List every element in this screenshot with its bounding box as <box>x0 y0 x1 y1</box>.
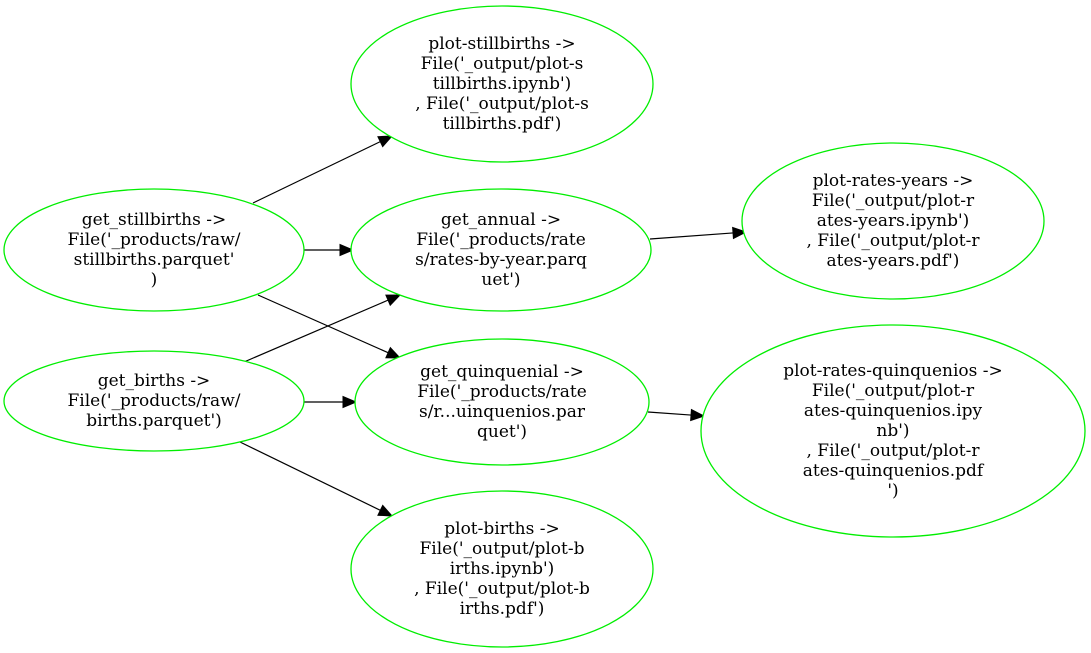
node-label-line: File('_products/raw/ <box>68 230 241 250</box>
node-label-line: File('_output/plot-r <box>812 381 975 401</box>
node-label-line: quet') <box>477 422 527 442</box>
arrow-head-icon <box>385 294 402 307</box>
node-label-line: ) <box>151 270 158 290</box>
node-plot-stillbirths: plot-stillbirths ->File('_output/plot-st… <box>350 5 654 163</box>
node-label-line: births.parquet') <box>86 411 222 431</box>
node-label-line: s/rates-by-year.parq <box>415 250 587 270</box>
node-label-line: tillbirths.pdf') <box>443 114 562 134</box>
node-ellipse <box>350 490 654 648</box>
edge-line <box>243 299 389 363</box>
node-ellipse <box>350 188 652 312</box>
node-label-line: ') <box>887 481 898 501</box>
node-label-line: irths.ipynb') <box>450 559 555 579</box>
arrow-head-icon <box>385 346 402 359</box>
edge-get-stillbirths-to-get-quinquenial <box>257 294 402 359</box>
node-label-line: plot-births -> <box>444 519 559 539</box>
node-ellipse <box>3 350 305 452</box>
node-ellipse <box>700 324 1086 538</box>
node-label-line: File('_output/plot-b <box>420 539 585 559</box>
arrow-head-icon <box>342 395 358 409</box>
node-label-line: File('_products/rate <box>417 382 587 402</box>
edge-get-stillbirths-to-get-annual <box>303 243 355 257</box>
node-label-line: get_annual -> <box>441 210 561 230</box>
node-label-line: get_quinquenial -> <box>420 362 584 382</box>
node-plot-rates-quinquenios: plot-rates-quinquenios ->File('_output/p… <box>700 324 1086 538</box>
node-label-line: plot-rates-years -> <box>813 171 974 191</box>
node-label-line: , File('_output/plot-b <box>414 579 590 599</box>
node-label-line: stillbirths.parquet' <box>74 250 235 270</box>
edge-get-annual-to-plot-rates-years <box>649 226 748 240</box>
node-plot-births: plot-births ->File('_output/plot-births.… <box>350 490 654 648</box>
edge-line <box>647 411 692 416</box>
node-get-stillbirths: get_stillbirths ->File('_products/raw/st… <box>3 188 305 312</box>
edge-get-births-to-plot-births <box>239 441 394 517</box>
node-label-line: uet') <box>481 270 520 290</box>
node-ellipse <box>3 188 305 312</box>
node-ellipse <box>354 338 650 466</box>
node-label-line: File('_products/rate <box>416 230 586 250</box>
arrow-head-icon <box>339 243 355 257</box>
node-label-line: irths.pdf') <box>460 599 545 619</box>
node-get-births: get_births ->File('_products/raw/births.… <box>3 350 305 452</box>
node-plot-rates-years: plot-rates-years ->File('_output/plot-ra… <box>741 142 1045 300</box>
node-label-line: ates-quinquenios.ipy <box>804 401 983 421</box>
edge-line <box>239 441 381 511</box>
node-get-quinquenial: get_quinquenial ->File('_products/rates/… <box>354 338 650 466</box>
edge-get-stillbirths-to-plot-stillbirths <box>252 135 394 204</box>
node-label-line: File('_output/plot-r <box>812 191 975 211</box>
edge-line <box>649 232 734 240</box>
node-ellipse <box>350 5 654 163</box>
arrow-head-icon <box>690 408 706 422</box>
node-ellipse <box>741 142 1045 300</box>
node-label-line: s/r...uinquenios.par <box>419 402 586 422</box>
node-label-line: ates-quinquenios.pdf <box>803 461 985 481</box>
node-label-line: plot-rates-quinquenios -> <box>783 361 1003 381</box>
node-get-annual: get_annual ->File('_products/rates/rates… <box>350 188 652 312</box>
node-label-line: get_births -> <box>98 371 211 391</box>
edge-get-births-to-get-annual <box>243 294 402 363</box>
node-label-line: tillbirths.ipynb') <box>433 74 572 94</box>
node-label-line: nb') <box>876 421 909 441</box>
edge-line <box>252 141 381 204</box>
node-label-line: File('_output/plot-s <box>421 54 584 74</box>
node-label-line: File('_products/raw/ <box>68 391 241 411</box>
arrow-head-icon <box>377 504 394 517</box>
edge-get-births-to-get-quinquenial <box>303 395 358 409</box>
node-label-line: , File('_output/plot-r <box>806 441 980 461</box>
node-label-line: , File('_output/plot-s <box>415 94 589 114</box>
node-label-line: ates-years.ipynb') <box>817 211 970 231</box>
node-label-line: ates-years.pdf') <box>827 251 960 271</box>
nodes-layer: plot-stillbirths ->File('_output/plot-st… <box>3 5 1086 648</box>
edges-layer <box>239 135 748 517</box>
node-label-line: plot-stillbirths -> <box>428 34 575 54</box>
node-label-line: , File('_output/plot-r <box>806 231 980 251</box>
arrow-head-icon <box>732 226 748 240</box>
arrow-head-icon <box>377 135 394 148</box>
node-label-line: get_stillbirths -> <box>82 210 226 230</box>
edge-get-quinquenial-to-plot-rates-quinquenios <box>647 408 706 422</box>
edge-line <box>257 294 389 354</box>
